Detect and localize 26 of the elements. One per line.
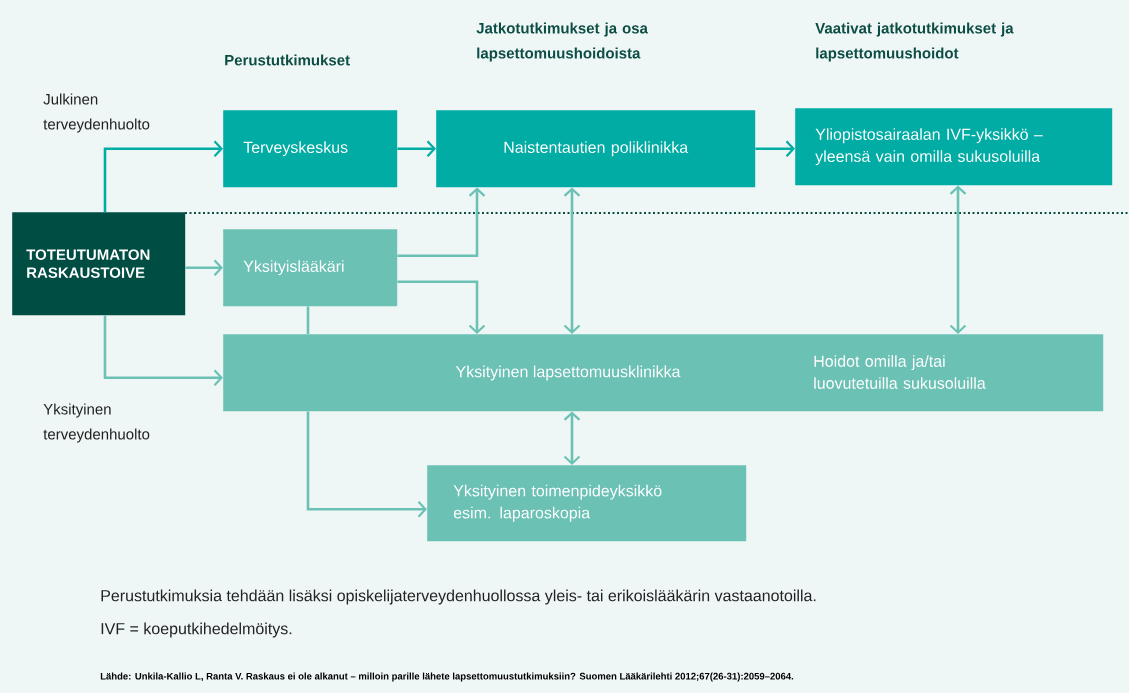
process-box: Yksityinen toimenpideyksikkö esim. laparoskopia <box>427 465 747 542</box>
footnote: Perustutkimuksia tehdään lisäksi opiskelijaterveydenhuollossa yleis- tai erikoislääkärin vastaanotoilla. <box>101 589 816 605</box>
column-heading: Jatkotutkimukset ja osa lapsettomuushoidoista <box>476 22 648 62</box>
process-box: Yliopistosairaalan IVF-yksikkö – yleensä vain omilla sukusoluilla <box>795 108 1113 186</box>
start-box: TOTEUTUMATON RASKAUSTOIVE <box>12 212 186 316</box>
process-box: Yksityinen lapsettomuusklinikka Hoidot omilla ja/tai luovutetuilla sukusoluilla <box>223 334 1104 412</box>
process-box: Yksityislääkäri <box>223 229 398 307</box>
arrow <box>755 140 795 157</box>
footnote: IVF = koeputkihedelmöitys. <box>101 622 292 638</box>
column-heading: Perustutkimukset <box>225 54 350 66</box>
arrow <box>103 140 223 212</box>
arrow <box>103 315 223 386</box>
process-box: Terveyskeskus <box>223 110 398 188</box>
arrow <box>306 411 427 518</box>
sector-label: Julkinen terveydenhuolto <box>43 93 150 133</box>
arrow <box>397 187 486 257</box>
arrow <box>949 185 967 334</box>
process-box: Naistentautien poliklinikka <box>436 110 756 188</box>
sector-label: Yksityinen terveydenhuolto <box>43 403 150 443</box>
column-heading: Vaativat jatkotutkimukset ja lapsettomuushoidot <box>815 22 1014 62</box>
arrow <box>397 140 436 157</box>
arrow <box>563 187 581 334</box>
arrow <box>397 280 486 334</box>
arrow <box>563 411 581 465</box>
source-note: Lähde: Unkila-Kallio L, Ranta V. Raskaus ei ole alkanut – milloin parille lähete lapsettomuustutkimuksiin? Suomen Lääkärilehti 2012;67(26-31):2059–2064. <box>100 672 794 682</box>
arrow <box>185 259 223 276</box>
